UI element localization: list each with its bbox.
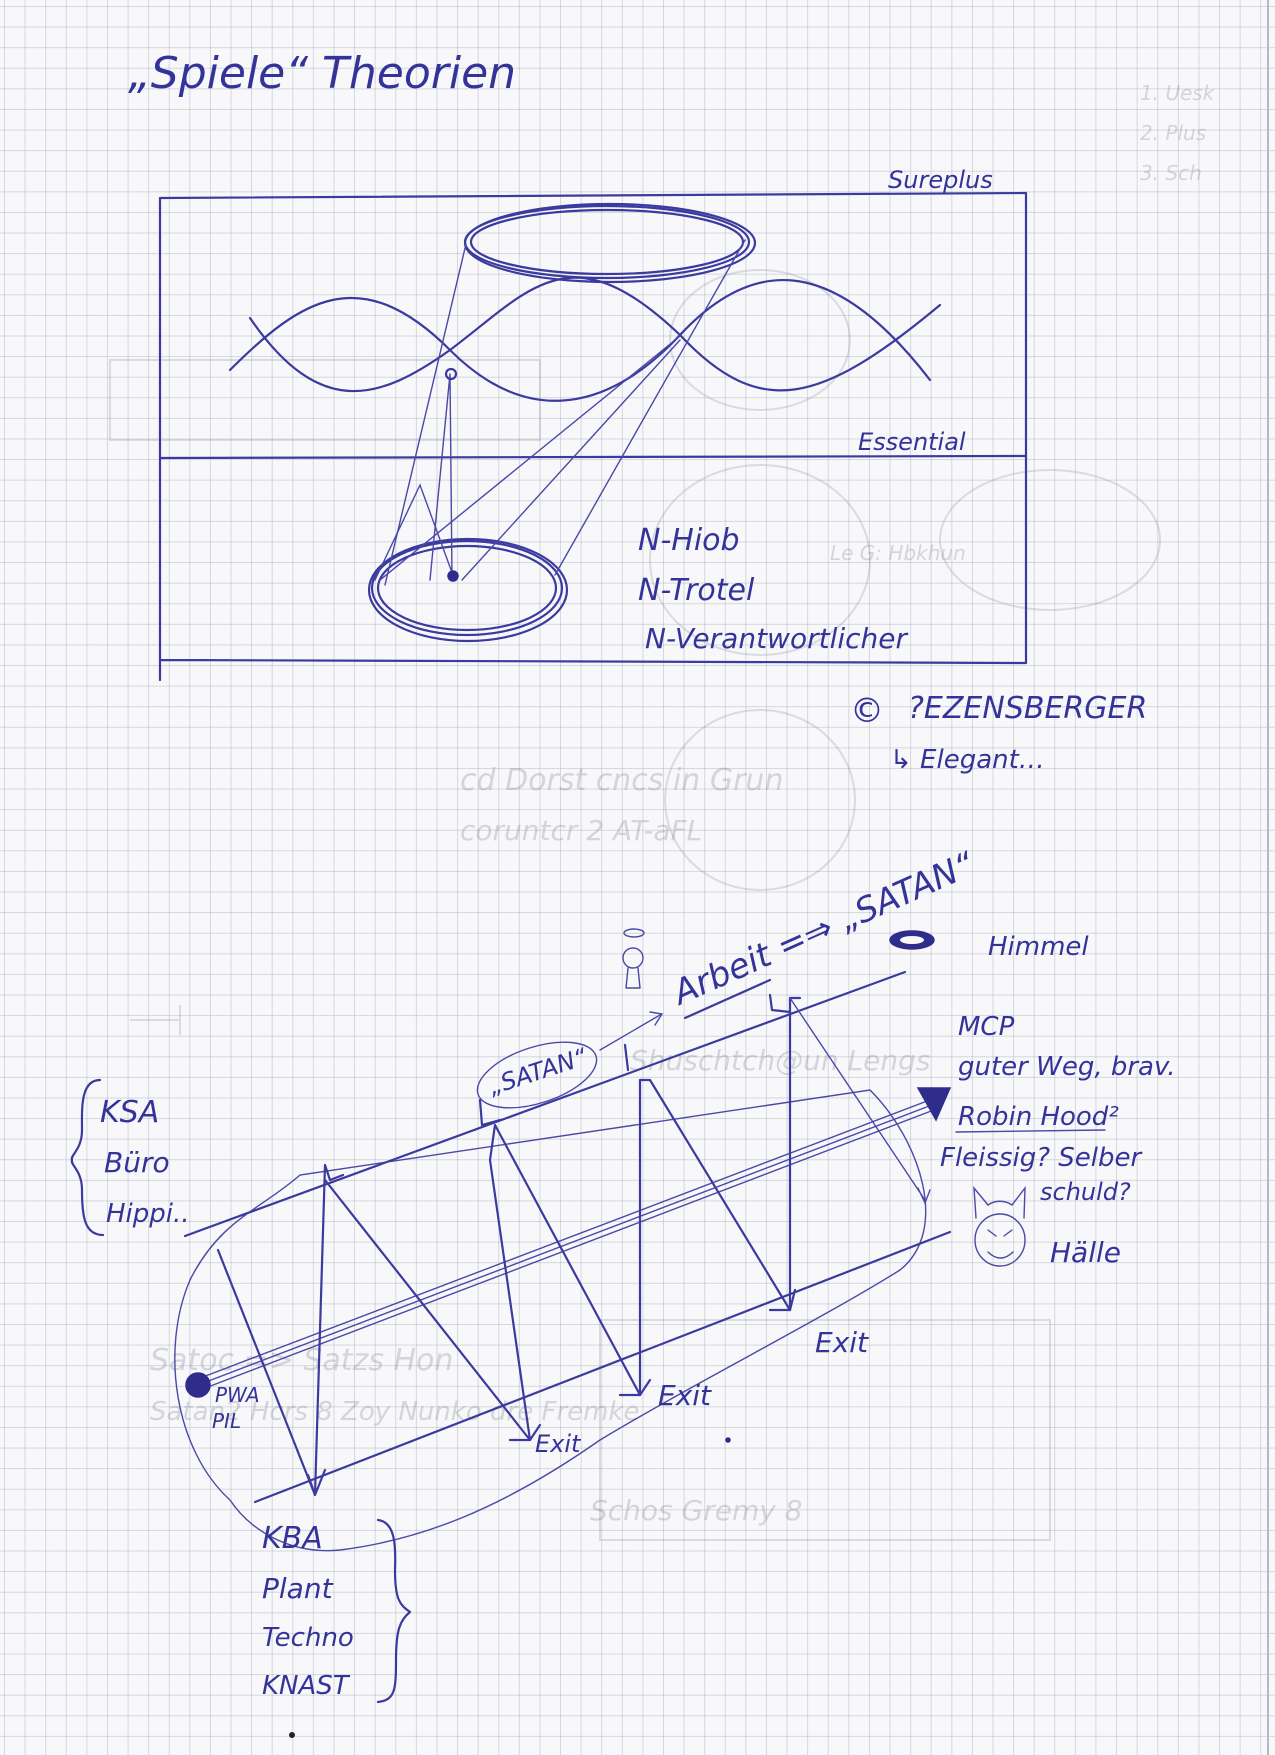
note-mcp: MCP	[958, 1012, 1015, 1042]
svg-text:2. Plus: 2. Plus	[1140, 121, 1206, 145]
diamond-icon	[916, 1087, 952, 1122]
satan-slogan: Arbeit =⇒ „SATAN“	[666, 844, 981, 1014]
exit-label-2: Exit	[658, 1379, 712, 1412]
essential-label: Essential	[858, 428, 966, 456]
zigzag-path	[216, 996, 802, 1497]
svg-text:Schos Gremy 8: Schos Gremy 8	[590, 1494, 803, 1527]
svg-text:Le G: Hbkhun: Le G: Hbkhun	[830, 541, 966, 565]
left-bottom-3: Techno	[262, 1623, 354, 1653]
note-guter-weg: guter Weg, brav.	[958, 1052, 1176, 1082]
n-label-3: N-Verantwortlicher	[645, 622, 908, 655]
hell-label: Hälle	[1050, 1236, 1121, 1269]
svg-text:Satan2 Hcrs 8 Zoy Nunko dre Fr: Satan2 Hcrs 8 Zoy Nunko dre Fremke	[150, 1397, 639, 1427]
note-fleissig: Fleissig? Selber	[940, 1143, 1144, 1173]
upper-frame	[158, 191, 1028, 682]
left-top-brace	[70, 1078, 105, 1237]
essential-divider	[158, 454, 1028, 460]
heaven-label: Himmel	[988, 932, 1089, 962]
svg-text:Satoc => Satzs Hon: Satoc => Satzs Hon	[150, 1343, 453, 1378]
wave-curve-b	[228, 279, 932, 402]
origin-label-1: PWA	[215, 1383, 260, 1407]
author-name: ?EZENSBERGER	[908, 691, 1147, 726]
sureplus-label: Sureplus	[888, 166, 993, 194]
svg-text:Shuschtch@un Lengs: Shuschtch@un Lengs	[630, 1044, 930, 1077]
upper-diagram: Sureplus Essential N-Hiob N-Trotel N-Ver…	[158, 166, 1028, 682]
left-top-1: KSA	[100, 1095, 159, 1130]
left-top-2: Büro	[104, 1146, 170, 1179]
left-bottom-1: KBA	[262, 1521, 323, 1556]
exit-label-3: Exit	[815, 1326, 869, 1359]
left-bottom-4: KNAST	[262, 1671, 351, 1701]
exit-label-1: Exit	[535, 1430, 582, 1458]
svg-text:1. Uesk: 1. Uesk	[1140, 81, 1216, 105]
wave-curve-a	[248, 276, 942, 393]
upper-ring	[463, 204, 751, 280]
left-bottom-brace	[376, 1518, 412, 1704]
halo-angel-icon	[622, 928, 645, 989]
left-top-3: Hippi..	[106, 1199, 190, 1229]
lower-rail	[253, 1230, 952, 1504]
devil-face-icon	[973, 1185, 1026, 1267]
upper-rail	[183, 970, 907, 1238]
origin-point	[185, 1372, 211, 1398]
show-through-ghost: cd Dorst cncs in Grun coruntcr 2 AT-aFL …	[109, 81, 1216, 1541]
page-title: „Spiele“ Theorien	[128, 48, 516, 99]
n-label-2: N-Trotel	[638, 573, 755, 608]
copyright-symbol: ©	[850, 691, 884, 731]
left-bottom-2: Plant	[262, 1572, 334, 1605]
svg-text:coruntcr 2 AT-aFL: coruntcr 2 AT-aFL	[460, 814, 702, 847]
svg-text:cd Dorst cncs in Grun: cd Dorst cncs in Grun	[460, 763, 783, 798]
citation: © ?EZENSBERGER ↳ Elegant…	[850, 691, 1147, 775]
author-note: ↳ Elegant…	[890, 745, 1045, 775]
lower-ring	[370, 539, 564, 637]
lower-diagram: Arbeit =⇒ „SATAN“ „SATAN“ Himmel Hälle M…	[70, 844, 1176, 1738]
svg-text:3. Sch: 3. Sch	[1140, 161, 1202, 185]
enclosing-outline	[174, 1089, 927, 1552]
n-label-1: N-Hiob	[638, 523, 740, 558]
note-robin-hood: Robin Hood²	[958, 1102, 1119, 1132]
central-axis	[194, 1097, 940, 1391]
note-schuld: schuld?	[1040, 1178, 1131, 1206]
origin-label-2: PIL	[212, 1409, 241, 1433]
